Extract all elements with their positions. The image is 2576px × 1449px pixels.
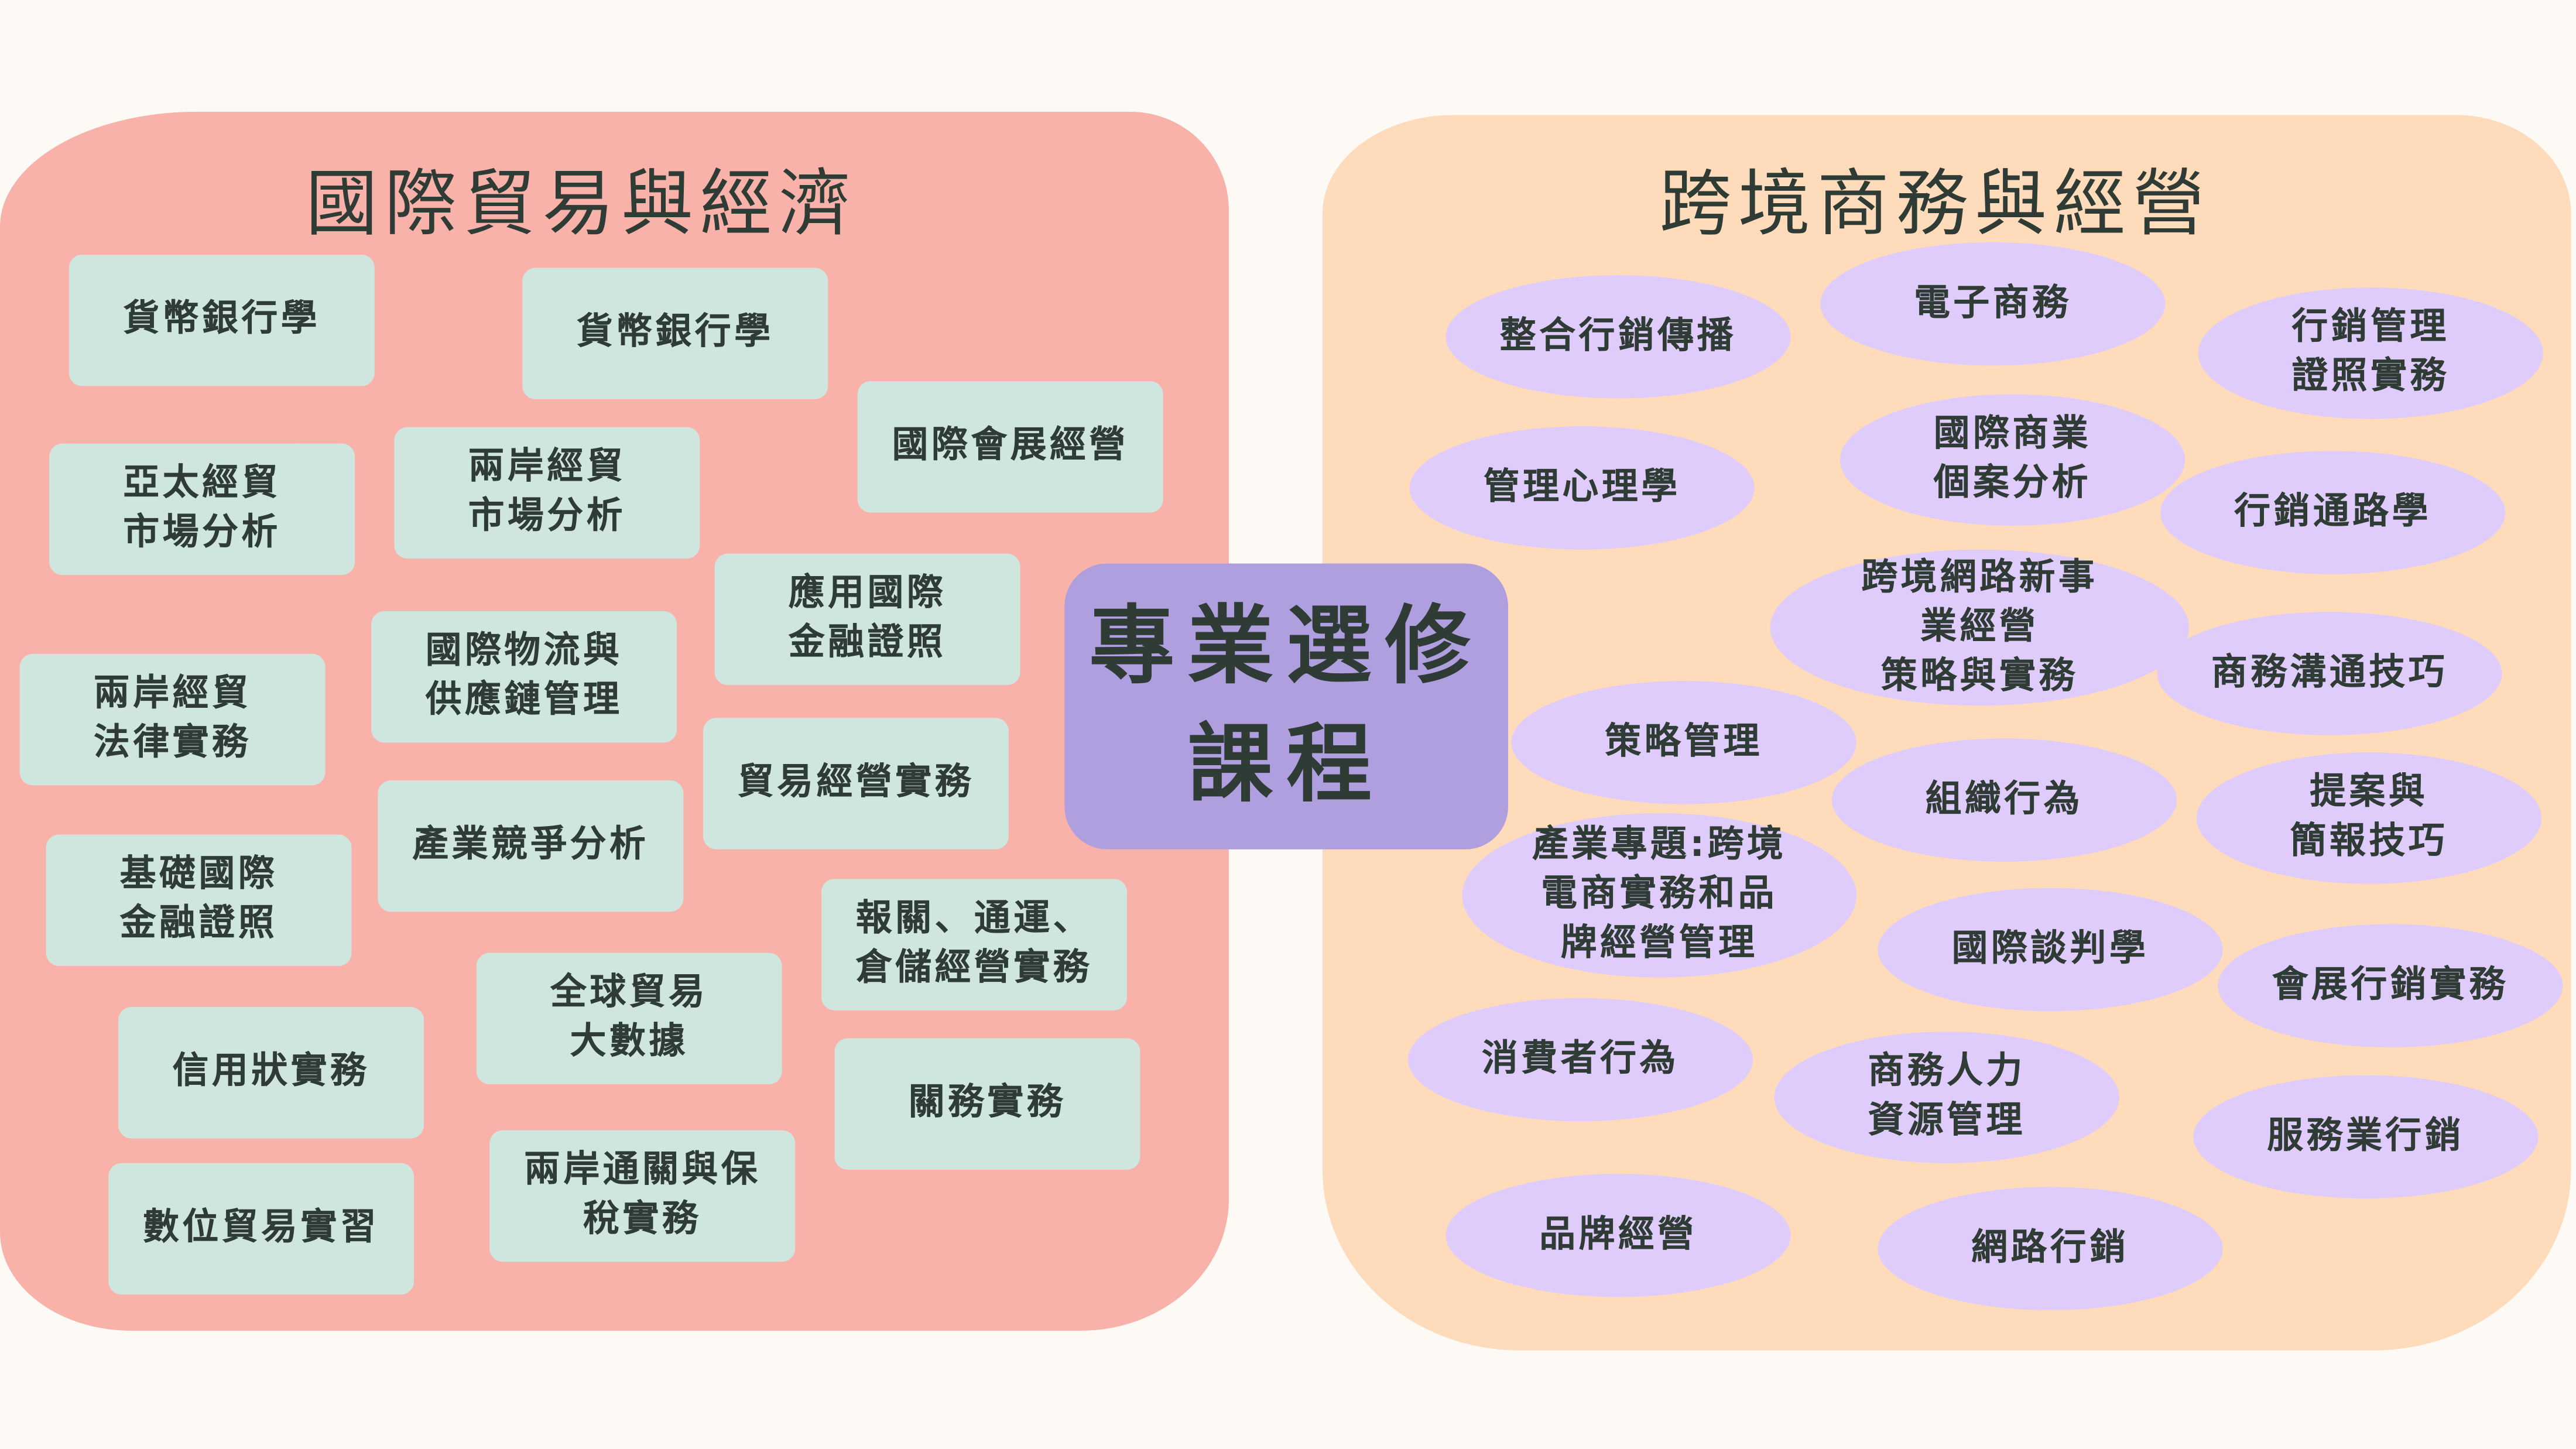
center-title: 專業選修 課程 [1064, 563, 1508, 849]
course-oval: 提案與 簡報技巧 [2196, 752, 2542, 884]
course-oval: 商務人力 資源管理 [1774, 1032, 2119, 1163]
course-oval: 管理心理學 [1409, 426, 1755, 550]
course-box: 貨幣銀行學 [522, 268, 828, 399]
course-oval: 商務溝通技巧 [2157, 612, 2502, 735]
course-box: 應用國際 金融證照 [714, 553, 1020, 686]
course-oval: 國際商業 個案分析 [1839, 394, 2186, 526]
course-oval: 跨境網路新事 業經營 策略與實務 [1770, 549, 2190, 706]
course-oval: 服務業行銷 [2193, 1075, 2539, 1199]
course-oval: 整合行銷傳播 [1445, 275, 1791, 399]
course-box: 貿易經營實務 [703, 718, 1009, 849]
course-oval: 行銷管理 證照實務 [2198, 287, 2543, 419]
course-box: 報關、通運、 倉儲經營實務 [821, 879, 1127, 1010]
right-region-title: 跨境商務與經營 [1659, 162, 2212, 246]
course-oval: 策略管理 [1511, 681, 1856, 804]
left-region-title: 國際貿易與經濟 [305, 162, 858, 246]
course-box: 全球貿易 大數據 [476, 953, 782, 1085]
course-oval: 產業專題:跨境 電商實務和品 牌經營管理 [1462, 813, 1856, 978]
course-box: 產業競爭分析 [378, 780, 684, 912]
course-oval: 消費者行為 [1407, 998, 1753, 1122]
course-box: 信用狀實務 [118, 1007, 424, 1139]
course-box: 關務實務 [834, 1038, 1140, 1170]
course-box: 兩岸經貿 市場分析 [394, 427, 700, 559]
course-oval: 會展行銷實務 [2218, 924, 2563, 1047]
course-box: 亞太經貿 市場分析 [49, 443, 355, 576]
course-box: 貨幣銀行學 [68, 254, 375, 386]
course-box: 兩岸經貿 法律實務 [19, 653, 326, 786]
course-oval: 行銷通路學 [2160, 451, 2506, 574]
course-box: 國際物流與 供應鏈管理 [371, 611, 677, 743]
course-box: 國際會展經營 [857, 381, 1163, 513]
course-oval: 組織行為 [1831, 738, 2177, 862]
course-oval: 網路行銷 [1878, 1187, 2223, 1310]
course-box: 兩岸通關與保 稅實務 [489, 1130, 796, 1262]
course-oval: 電子商務 [1820, 242, 2166, 366]
course-box: 數位貿易實習 [108, 1163, 415, 1295]
course-box: 基礎國際 金融證照 [46, 834, 352, 966]
course-oval: 品牌經營 [1445, 1173, 1791, 1297]
course-oval: 國際談判學 [1878, 888, 2223, 1012]
